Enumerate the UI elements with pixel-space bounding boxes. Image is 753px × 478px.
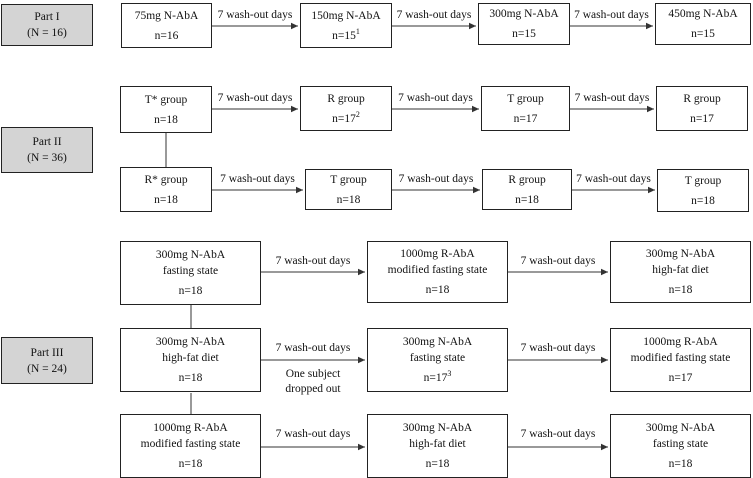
sample-size: n=18 bbox=[178, 371, 203, 384]
part1-step-1: 75mg N-AbA n=16 bbox=[121, 3, 212, 48]
dose-label: 1000mg R-AbA bbox=[643, 336, 718, 349]
part-name: Part II bbox=[32, 136, 62, 148]
condition-label: modified fasting state bbox=[630, 352, 731, 365]
washout-label: 7 wash-out days bbox=[398, 92, 473, 104]
part2-row2-step-2: T group n=18 bbox=[305, 169, 392, 210]
part2-row2-step-3: R group n=18 bbox=[482, 169, 572, 210]
dose-label: 300mg N-AbA bbox=[155, 336, 226, 349]
dose-label: 300mg N-AbA bbox=[402, 336, 473, 349]
group-label: R* group bbox=[144, 173, 188, 186]
part3-row3-step-1: 1000mg R-AbA modified fasting state n=18 bbox=[120, 414, 261, 478]
dose-label: 300mg N-AbA bbox=[645, 248, 716, 261]
part2-row1-step-2: R group n=172 bbox=[300, 86, 392, 131]
part-1-label: Part I (N = 16) bbox=[1, 4, 93, 46]
part2-row2-step-1: R* group n=18 bbox=[120, 167, 212, 212]
part2-row1-step-3: T group n=17 bbox=[481, 86, 570, 131]
condition-label: high-fat diet bbox=[162, 352, 219, 365]
sample-size: n=17 bbox=[513, 112, 538, 125]
part3-row1-step-2: 1000mg R-AbA modified fasting state n=18 bbox=[367, 241, 508, 303]
washout-label: 7 wash-out days bbox=[275, 342, 351, 354]
part2-row1-step-1: T* group n=18 bbox=[120, 86, 212, 133]
part-count: (N = 16) bbox=[27, 27, 67, 39]
washout-label: 7 wash-out days bbox=[520, 255, 596, 267]
part3-row1-step-3: 300mg N-AbA high-fat diet n=18 bbox=[610, 241, 751, 303]
sample-size: n=151 bbox=[332, 26, 360, 42]
part-3-label: Part III (N = 24) bbox=[1, 337, 93, 384]
sample-size: n=17 bbox=[690, 112, 714, 125]
group-label: R group bbox=[508, 173, 546, 186]
part3-row3-step-3: 300mg N-AbA fasting state n=18 bbox=[610, 414, 751, 478]
sample-size: n=15 bbox=[691, 27, 715, 40]
sample-size: n=18 bbox=[515, 193, 539, 206]
part-count: (N = 24) bbox=[27, 362, 67, 375]
part-2-label: Part II (N = 36) bbox=[1, 127, 93, 173]
sample-size: n=18 bbox=[425, 457, 450, 470]
washout-label: 7 wash-out days bbox=[396, 9, 472, 21]
condition-label: modified fasting state bbox=[140, 438, 241, 451]
part-count: (N = 36) bbox=[27, 152, 67, 164]
part1-step-4: 450mg N-AbA n=15 bbox=[655, 3, 751, 45]
dose-label: 300mg N-AbA bbox=[155, 249, 226, 262]
sample-size: n=18 bbox=[425, 283, 450, 296]
group-label: T group bbox=[330, 173, 367, 186]
group-label: T group bbox=[507, 92, 544, 105]
washout-label: 7 wash-out days bbox=[398, 173, 474, 185]
part1-step-2: 150mg N-AbA n=151 bbox=[300, 3, 392, 48]
sample-size: n=18 bbox=[178, 284, 203, 297]
dose-label: 150mg N-AbA bbox=[311, 9, 381, 22]
sample-size: n=173 bbox=[423, 369, 452, 384]
sample-size: n=18 bbox=[668, 457, 693, 470]
dose-label: 300mg N-AbA bbox=[645, 422, 716, 435]
part1-step-3: 300mg N-AbA n=15 bbox=[478, 3, 570, 45]
condition-label: fasting state bbox=[162, 265, 219, 278]
washout-label: 7 wash-out days bbox=[275, 255, 351, 267]
sample-size: n=18 bbox=[154, 113, 178, 126]
dose-label: 300mg N-AbA bbox=[402, 422, 473, 435]
sample-size: n=18 bbox=[668, 283, 693, 296]
part2-row2-step-4: T group n=18 bbox=[657, 169, 749, 212]
part3-row2-step-1: 300mg N-AbA high-fat diet n=18 bbox=[120, 328, 261, 392]
group-label: T group bbox=[684, 174, 722, 187]
group-label: R group bbox=[683, 92, 721, 105]
group-label: R group bbox=[327, 92, 365, 105]
group-label: T* group bbox=[144, 93, 188, 106]
sample-size: n=15 bbox=[512, 27, 536, 40]
sample-size: n=17 bbox=[668, 371, 693, 384]
sample-size: n=18 bbox=[178, 457, 203, 470]
washout-label: 7 wash-out days bbox=[220, 173, 295, 185]
dose-label: 1000mg R-AbA bbox=[400, 248, 475, 261]
condition-label: high-fat diet bbox=[409, 438, 466, 451]
part-name: Part III bbox=[30, 346, 64, 359]
part3-row1-step-1: 300mg N-AbA fasting state n=18 bbox=[120, 241, 261, 305]
dose-label: 300mg N-AbA bbox=[489, 8, 559, 21]
sample-size: n=172 bbox=[332, 109, 360, 125]
part2-row1-step-4: R group n=17 bbox=[656, 86, 748, 131]
condition-label: fasting state bbox=[652, 438, 709, 451]
sample-size: n=18 bbox=[336, 193, 361, 206]
washout-label: 7 wash-out days bbox=[574, 9, 649, 21]
condition-label: modified fasting state bbox=[387, 264, 488, 277]
condition-label: high-fat diet bbox=[652, 264, 709, 277]
washout-label: 7 wash-out days bbox=[574, 92, 650, 104]
dose-label: 75mg N-AbA bbox=[134, 9, 199, 22]
part3-row2-step-2: 300mg N-AbA fasting state n=173 bbox=[367, 328, 508, 392]
dose-label: 1000mg R-AbA bbox=[153, 422, 228, 435]
washout-label: 7 wash-out days bbox=[217, 9, 293, 21]
part3-row3-step-2: 300mg N-AbA high-fat diet n=18 bbox=[367, 414, 508, 478]
sample-size: n=18 bbox=[691, 194, 715, 207]
washout-label: 7 wash-out days bbox=[520, 342, 596, 354]
dose-label: 450mg N-AbA bbox=[668, 8, 738, 21]
part-name: Part I bbox=[34, 11, 60, 23]
sample-size: n=16 bbox=[154, 29, 179, 42]
washout-label: 7 wash-out days bbox=[520, 428, 596, 440]
washout-label: 7 wash-out days bbox=[217, 92, 293, 104]
part3-row2-step-3: 1000mg R-AbA modified fasting state n=17 bbox=[610, 328, 751, 392]
sample-size: n=18 bbox=[154, 193, 178, 206]
condition-label: fasting state bbox=[409, 352, 466, 365]
washout-label: 7 wash-out days bbox=[576, 173, 651, 185]
washout-label: 7 wash-out days bbox=[275, 428, 351, 440]
